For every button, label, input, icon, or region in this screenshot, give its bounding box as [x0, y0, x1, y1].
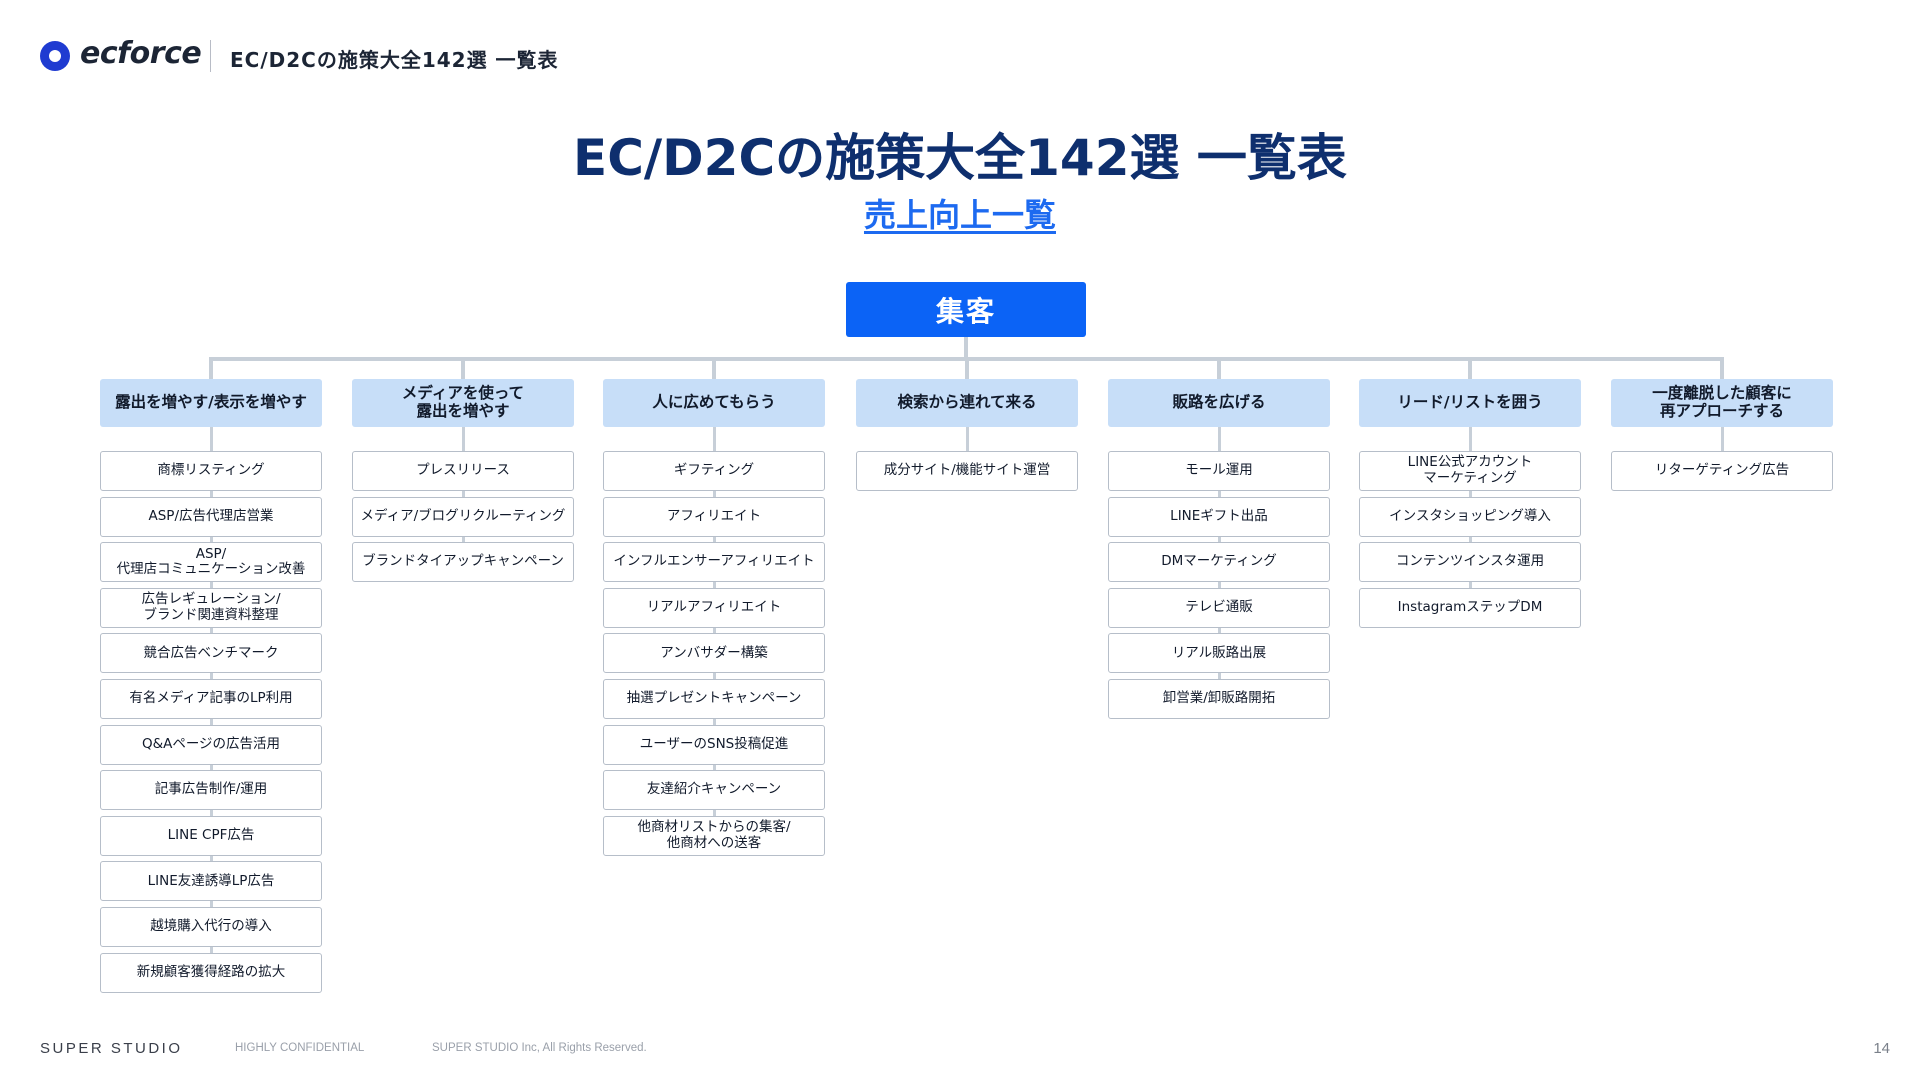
category-connector: [1217, 357, 1221, 379]
measure-item: アフィリエイト: [603, 496, 825, 537]
item-connector: [712, 427, 716, 836]
measure-item: メディア/ブログリクルーティング: [352, 496, 574, 537]
category-connector: [1468, 357, 1472, 379]
category-connector: [209, 357, 213, 379]
measure-item: 広告レギュレーション/ ブランド関連資料整理: [100, 587, 322, 628]
category-node: リード/リストを囲う: [1359, 379, 1581, 427]
header-divider: [210, 40, 211, 72]
measure-item: 有名メディア記事のLP利用: [100, 679, 322, 719]
measure-item: コンテンツインスタ運用: [1359, 542, 1581, 583]
category-node: 検索から連れて来る: [856, 379, 1078, 427]
measure-item: ユーザーのSNS投稿促進: [603, 724, 825, 765]
measure-item: リターゲティング広告: [1611, 451, 1833, 491]
measure-item: 他商材リストからの集客/ 他商材への送客: [603, 815, 825, 856]
ecforce-logo-text: ecforce: [80, 36, 202, 71]
root-connector: [964, 337, 968, 359]
ecforce-logo-icon: [40, 41, 70, 71]
measure-item: LINE友達誘導LP広告: [100, 861, 322, 902]
item-connector: [1720, 427, 1724, 471]
measure-item: アンバサダー構築: [603, 633, 825, 674]
measure-item: LINE CPF広告: [100, 815, 322, 856]
category-node: メディアを使って 露出を増やす: [352, 379, 574, 427]
item-connector: [965, 427, 969, 471]
measure-item: インフルエンサーアフィリエイト: [603, 542, 825, 583]
category-node: 人に広めてもらう: [603, 379, 825, 427]
measure-item: 記事広告制作/運用: [100, 770, 322, 811]
header-title: EC/D2Cの施策大全142選 一覧表: [230, 48, 559, 72]
measure-item: 友達紹介キャンペーン: [603, 770, 825, 811]
measure-item: 競合広告ベンチマーク: [100, 633, 322, 674]
category-connector: [965, 357, 969, 379]
category-connector: [1720, 357, 1724, 379]
measure-item: モール運用: [1108, 451, 1330, 491]
measure-item: ASP/広告代理店営業: [100, 496, 322, 537]
category-node: 露出を増やす/表示を増やす: [100, 379, 322, 427]
measure-item: 商標リスティング: [100, 451, 322, 491]
page-title: EC/D2Cの施策大全142選 一覧表: [573, 129, 1347, 187]
footer-brand: SUPER STUDIO: [40, 1040, 183, 1057]
measure-item: 成分サイト/機能サイト運営: [856, 451, 1078, 491]
item-connector: [461, 427, 465, 563]
measure-item: ギフティング: [603, 451, 825, 491]
measure-item: LINEギフト出品: [1108, 496, 1330, 537]
measure-item: LINE公式アカウント マーケティング: [1359, 451, 1581, 491]
measure-item: ASP/ 代理店コミュニケーション改善: [100, 542, 322, 583]
category-connector: [712, 357, 716, 379]
measure-item: インスタショッピング導入: [1359, 496, 1581, 537]
subtitle-link[interactable]: 売上向上一覧: [863, 196, 1056, 234]
page-number: 14: [1873, 1040, 1890, 1057]
measure-item: ブランドタイアップキャンペーン: [352, 542, 574, 583]
footer-confidential: HIGHLY CONFIDENTIAL: [235, 1042, 365, 1054]
category-node: 一度離脱した顧客に 再アプローチする: [1611, 379, 1833, 427]
footer-copyright: SUPER STUDIO Inc, All Rights Reserved.: [432, 1042, 647, 1054]
measure-item: InstagramステップDM: [1359, 587, 1581, 628]
category-connector: [461, 357, 465, 379]
measure-item: 抽選プレゼントキャンペーン: [603, 679, 825, 719]
root-node-acquisition: 集客: [846, 282, 1086, 337]
measure-item: 卸営業/卸販路開拓: [1108, 679, 1330, 719]
measure-item: 新規顧客獲得経路の拡大: [100, 952, 322, 993]
measure-item: プレスリリース: [352, 451, 574, 491]
measure-item: DMマーケティング: [1108, 542, 1330, 583]
measure-item: リアルアフィリエイト: [603, 587, 825, 628]
category-node: 販路を広げる: [1108, 379, 1330, 427]
measure-item: リアル販路出展: [1108, 633, 1330, 674]
measure-item: Q&Aページの広告活用: [100, 724, 322, 765]
measure-item: テレビ通販: [1108, 587, 1330, 628]
measure-item: 越境購入代行の導入: [100, 907, 322, 947]
